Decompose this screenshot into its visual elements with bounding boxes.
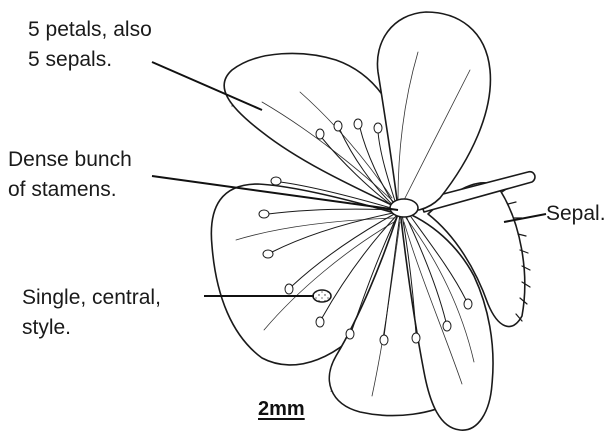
label-sepal: Sepal. [546,200,606,228]
central-ovary [390,199,418,217]
label-style-line1: Single, central, [22,284,161,312]
style-tip [313,290,331,302]
label-stamens-line1: Dense bunch [8,146,132,174]
label-petals-line1: 5 petals, also [28,16,152,44]
label-style-line2: style. [22,314,71,342]
petal-top-right [377,12,490,211]
label-stamens-line2: of stamens. [8,176,117,204]
scale-bar-label: 2mm [258,398,305,421]
label-petals-line2: 5 sepals. [28,46,112,74]
